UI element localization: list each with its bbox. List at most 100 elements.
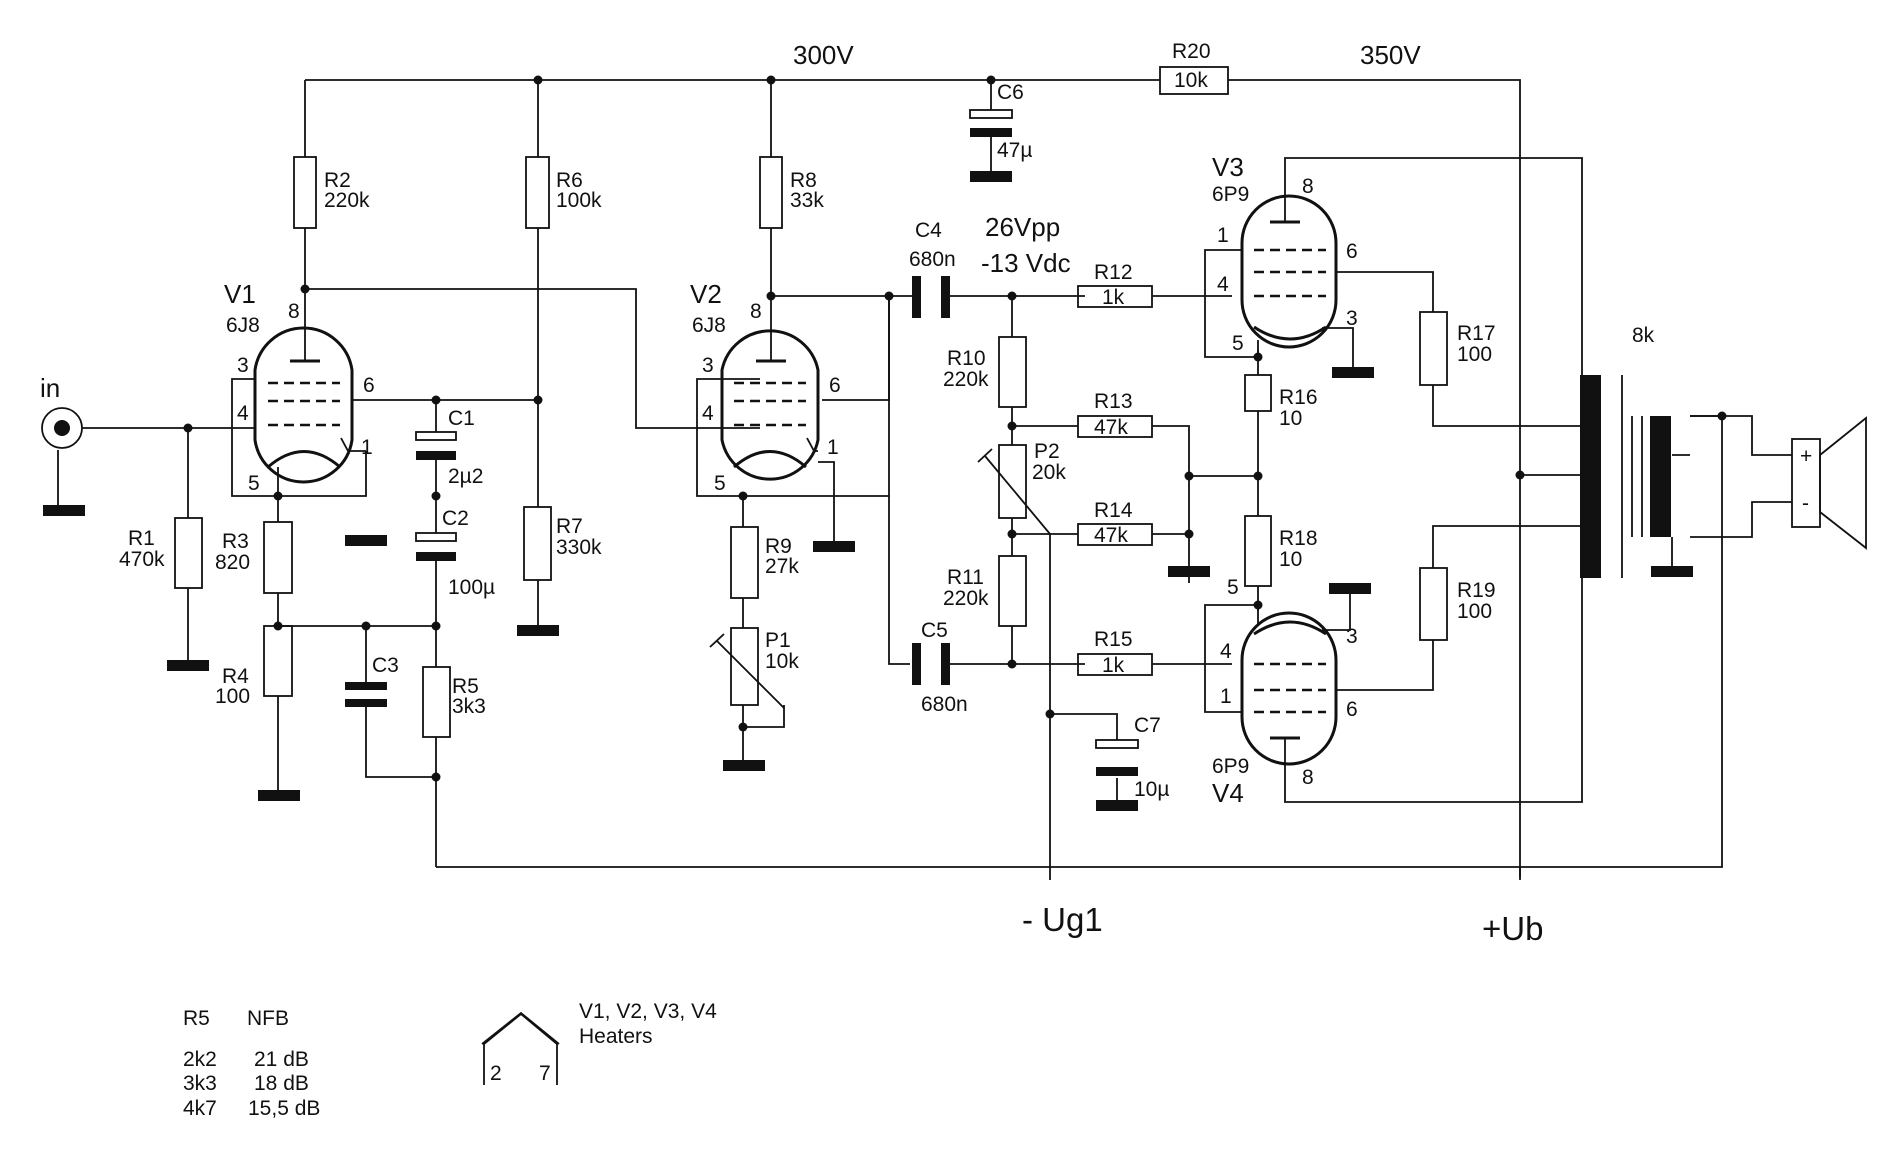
pot-labels: P1 10k P2 20k (765, 440, 1066, 673)
r16-name: R16 (1279, 386, 1318, 409)
p1-name: P1 (765, 629, 791, 652)
c1-value: 2µ2 (448, 465, 483, 488)
r20-value: 10k (1174, 69, 1208, 92)
r1-name: R1 (128, 527, 155, 550)
r14-value: 47k (1094, 524, 1128, 547)
v1-name: V1 (224, 279, 256, 309)
v1-pin-8: 8 (288, 300, 300, 323)
v2-pin-3: 3 (702, 354, 714, 377)
r5-value: 3k3 (452, 695, 486, 718)
r2-name: R2 (324, 169, 351, 192)
v2-pin-5: 5 (714, 472, 726, 495)
output-transformer (1580, 375, 1690, 578)
r17-value: 100 (1457, 343, 1492, 366)
input-jack (41, 407, 83, 449)
v4-pin-1: 1 (1220, 685, 1232, 708)
r1-value: 470k (119, 548, 165, 571)
r11-value: 220k (943, 587, 989, 610)
nfb-table: R5 NFB 2k2 21 dB 3k3 18 dB 4k7 15,5 dB (183, 1007, 320, 1120)
v4-pin-4: 4 (1220, 640, 1232, 663)
v3-type: 6P9 (1212, 183, 1249, 206)
tube-v1: V1 6J8 8 3 4 5 6 1 (224, 279, 375, 495)
v4-pin-5: 5 (1227, 576, 1239, 599)
tube-v2: V2 6J8 8 3 4 5 6 1 (690, 279, 841, 495)
c7-name: C7 (1134, 714, 1161, 737)
ground-bars (43, 171, 1693, 811)
signal-annotation: 26Vpp (985, 212, 1060, 242)
c4-name: C4 (915, 219, 942, 242)
v2-pin-1: 1 (827, 436, 839, 459)
r13-value: 47k (1094, 416, 1128, 439)
r7-name: R7 (556, 515, 583, 538)
v2-pin-6: 6 (829, 374, 841, 397)
v3-pin-1: 1 (1217, 224, 1229, 247)
v1-pin-1: 1 (361, 436, 373, 459)
r10-name: R10 (947, 347, 986, 370)
r6-value: 100k (556, 189, 602, 212)
v3-pin-5: 5 (1232, 332, 1244, 355)
p2-value: 20k (1032, 461, 1066, 484)
v2-pin-4: 4 (702, 402, 714, 425)
v1-pin-6: 6 (363, 374, 375, 397)
r4-name: R4 (222, 665, 249, 688)
transformer-impedance: 8k (1632, 324, 1655, 347)
c5-value: 680n (921, 693, 968, 716)
r3-value: 820 (215, 551, 250, 574)
v3-pin-3: 3 (1346, 307, 1358, 330)
nfb-row-3-nfb: 15,5 dB (248, 1097, 320, 1120)
speaker-minus: - (1802, 492, 1809, 515)
v3-name: V3 (1212, 152, 1244, 182)
r18-value: 10 (1279, 548, 1302, 571)
tube-v3: V3 6P9 8 1 4 5 6 3 (1212, 152, 1358, 357)
r19-value: 100 (1457, 600, 1492, 623)
r8-name: R8 (790, 169, 817, 192)
c2-name: C2 (442, 507, 469, 530)
terminal-ub: +Ub (1482, 910, 1543, 947)
r16-value: 10 (1279, 407, 1302, 430)
potentiometers (709, 444, 1051, 709)
c4-value: 680n (909, 248, 956, 271)
v4-pin-3: 3 (1346, 625, 1358, 648)
speaker-plus: + (1800, 445, 1812, 468)
c3-name: C3 (372, 654, 399, 677)
v3-pin-4: 4 (1217, 273, 1229, 296)
r20-name: R20 (1172, 40, 1211, 63)
c6-value: 47µ (997, 139, 1032, 162)
v2-type: 6J8 (692, 314, 726, 337)
tube-v4: V4 6P9 8 5 4 1 6 3 (1212, 576, 1358, 808)
heater-pin-2: 2 (490, 1062, 502, 1085)
nfb-row-1-r5: 2k2 (183, 1048, 217, 1071)
resistor-bodies (174, 66, 1448, 738)
heater-pin-7: 7 (539, 1062, 551, 1085)
v2-pin-8: 8 (750, 300, 762, 323)
r18-name: R18 (1279, 527, 1318, 550)
r12-name: R12 (1094, 261, 1133, 284)
speaker-icon (1791, 416, 1867, 550)
c6-name: C6 (997, 81, 1024, 104)
capacitor-plates (345, 109, 1139, 776)
r15-value: 1k (1102, 654, 1125, 677)
r17-name: R17 (1457, 322, 1496, 345)
v4-type: 6P9 (1212, 755, 1249, 778)
p1-value: 10k (765, 650, 799, 673)
resistor-labels: R2 220k R6 100k R1 470k R3 820 R4 100 R5… (119, 40, 1496, 718)
terminal-ug1: - Ug1 (1022, 901, 1103, 938)
v2-name: V2 (690, 279, 722, 309)
input-label: in (40, 373, 60, 403)
r2-value: 220k (324, 189, 370, 212)
r7-value: 330k (556, 536, 602, 559)
r9-value: 27k (765, 555, 799, 578)
r9-name: R9 (765, 535, 792, 558)
c2-value: 100µ (448, 576, 495, 599)
v1-type: 6J8 (226, 314, 260, 337)
nfb-row-2-nfb: 18 dB (254, 1072, 309, 1095)
r13-name: R13 (1094, 390, 1133, 413)
r3-name: R3 (222, 530, 249, 553)
c7-value: 10µ (1134, 778, 1169, 801)
nfb-header-nfb: NFB (247, 1007, 289, 1030)
r11-name: R11 (947, 566, 984, 589)
rail-350v: 350V (1360, 40, 1421, 70)
r4-value: 100 (215, 685, 250, 708)
r15-name: R15 (1094, 628, 1133, 651)
